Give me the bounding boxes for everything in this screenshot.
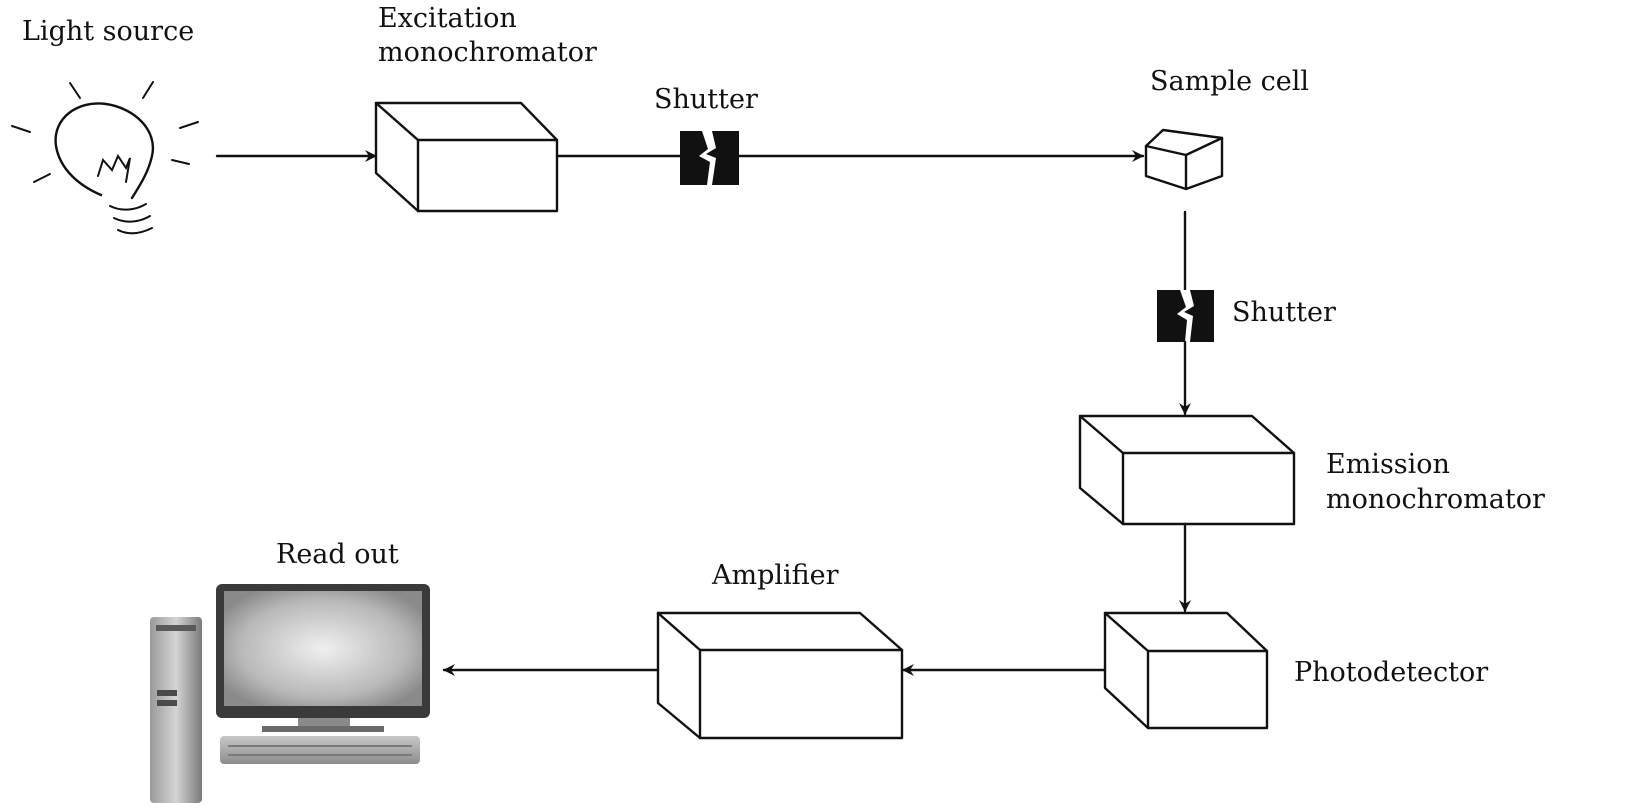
- emission-monochromator-box: [1078, 414, 1296, 526]
- emission-monochromator-label-line1: Emission: [1326, 449, 1450, 480]
- light-source-label: Light source: [22, 16, 194, 47]
- shutter-right-label: Shutter: [1232, 297, 1336, 328]
- shutter-top-label: Shutter: [654, 84, 758, 115]
- photodetector-label: Photodetector: [1294, 657, 1488, 688]
- amplifier-box: [656, 611, 904, 740]
- emission-monochromator-label-line2: monochromator: [1326, 484, 1545, 515]
- photodetector-box: [1103, 611, 1269, 730]
- read-out-label: Read out: [276, 539, 399, 570]
- sample-cell-label: Sample cell: [1150, 66, 1309, 97]
- excitation-monochromator-label-line1: Excitation: [378, 3, 517, 34]
- excitation-monochromator-label-line2: monochromator: [378, 37, 597, 68]
- cube-icon: [1144, 128, 1224, 191]
- light-bulb-icon: [11, 81, 199, 235]
- amplifier-label: Amplifier: [711, 560, 839, 591]
- excitation-monochromator-box: [374, 101, 559, 213]
- shutter-icon: [680, 131, 739, 185]
- desktop-computer-icon: [150, 584, 430, 803]
- shutter-icon: [1157, 290, 1214, 342]
